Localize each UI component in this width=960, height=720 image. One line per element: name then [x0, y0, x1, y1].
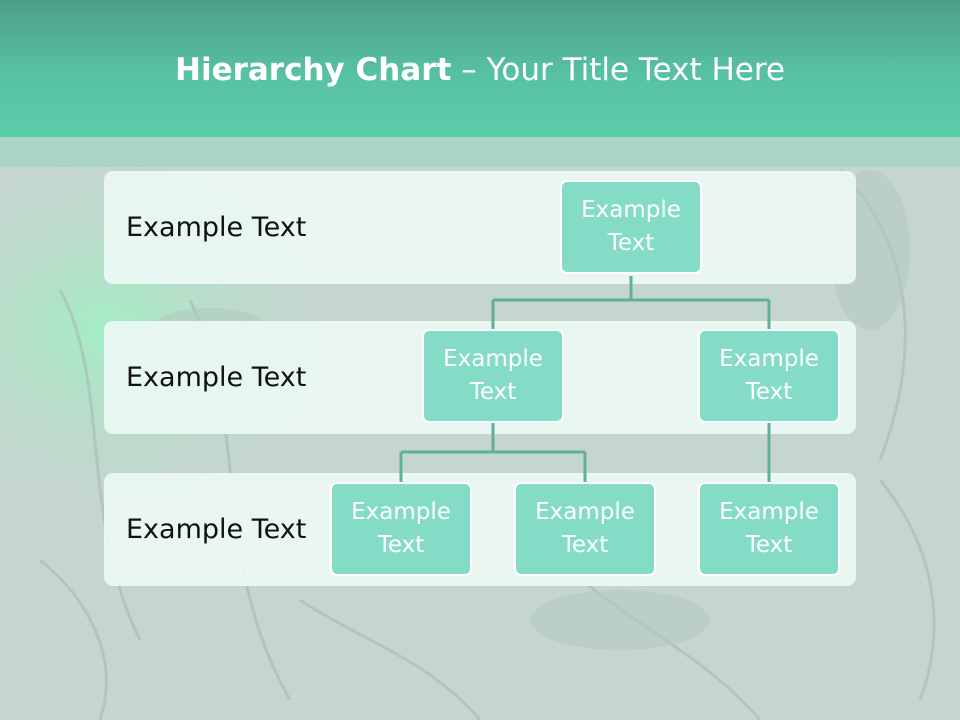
node-level3-c-line1: Example	[719, 499, 819, 525]
node-level2-left-line2: Text	[469, 379, 517, 405]
node-root-line1: Example	[581, 197, 681, 223]
node-level2-left-line1: Example	[443, 346, 543, 372]
node-level3-b-line1: Example	[535, 499, 635, 525]
slide-title: Hierarchy Chart – Your Title Text Here	[0, 52, 960, 88]
node-level3-a[interactable]: Example Text	[330, 482, 472, 576]
node-level2-left[interactable]: Example Text	[422, 329, 564, 423]
node-level3-a-line2: Text	[377, 532, 425, 558]
level-label-3: Example Text	[126, 514, 307, 545]
node-level3-b[interactable]: Example Text	[514, 482, 656, 576]
title-bold: Hierarchy Chart	[175, 52, 452, 88]
node-level3-c[interactable]: Example Text	[698, 482, 840, 576]
node-root[interactable]: Example Text	[560, 180, 702, 274]
node-level3-a-line1: Example	[351, 499, 451, 525]
node-level2-right-line1: Example	[719, 346, 819, 372]
title-rest: – Your Title Text Here	[451, 52, 785, 88]
node-level2-right-line2: Text	[745, 379, 793, 405]
title-bar	[0, 0, 960, 137]
level-label-1: Example Text	[126, 212, 307, 243]
level-label-2: Example Text	[126, 362, 307, 393]
title-strip	[0, 137, 960, 167]
node-level2-right[interactable]: Example Text	[698, 329, 840, 423]
node-level3-c-line2: Text	[745, 532, 793, 558]
node-root-line2: Text	[607, 230, 655, 256]
node-level3-b-line2: Text	[561, 532, 609, 558]
level-band-1: Example Text	[104, 171, 856, 284]
